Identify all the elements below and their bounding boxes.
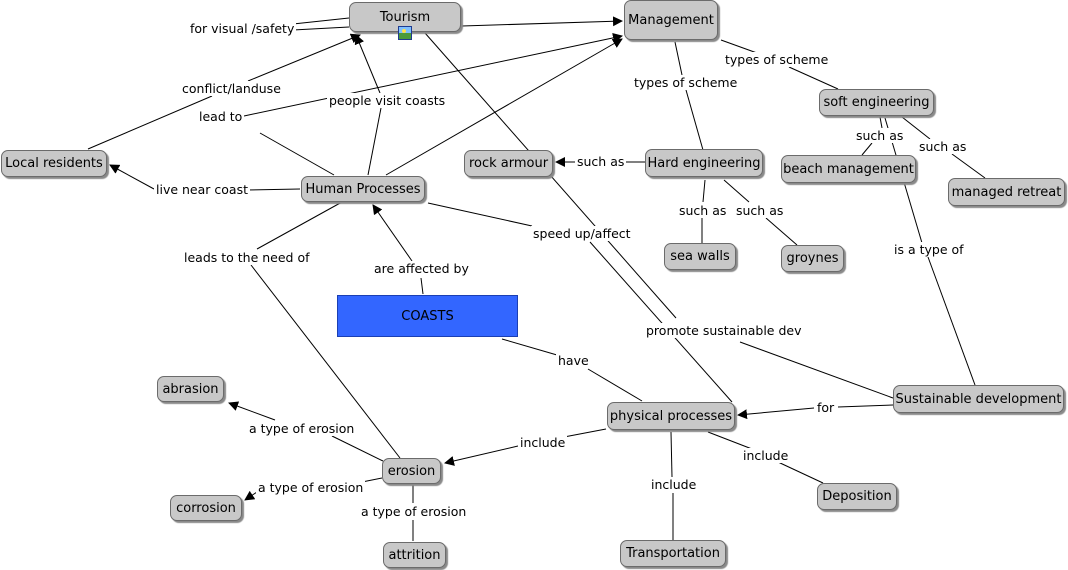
node-beach-management[interactable]: beach management (781, 155, 916, 183)
link-have: have (556, 353, 591, 368)
link-leads-to-the-need-of: leads to the need of (182, 250, 312, 265)
link-live-near-coast: live near coast (154, 182, 250, 197)
node-local-residents[interactable]: Local residents (1, 150, 107, 177)
image-icon[interactable] (398, 26, 412, 40)
node-abrasion[interactable]: abrasion (157, 376, 224, 402)
link-such-as-beach-management: such as (854, 128, 906, 143)
node-coasts[interactable]: COASTS (337, 295, 518, 337)
link-a-type-of-erosion-abrasion: a type of erosion (247, 421, 357, 436)
link-speed-up-affect: speed up/affect (531, 226, 633, 241)
link-a-type-of-erosion-attrition: a type of erosion (359, 504, 469, 519)
link-types-of-scheme-hard: types of scheme (632, 75, 740, 90)
node-sustainable-development[interactable]: Sustainable development (893, 385, 1064, 413)
link-such-as-sea-walls: such as (677, 203, 729, 218)
link-for-visual-safety: for visual /safety (188, 21, 297, 36)
link-are-affected-by: are affected by (372, 261, 471, 276)
node-soft-engineering[interactable]: soft engineering (819, 89, 934, 116)
link-a-type-of-erosion-corrosion: a type of erosion (256, 480, 366, 495)
node-human-processes[interactable]: Human Processes (301, 176, 425, 202)
node-erosion[interactable]: erosion (382, 458, 441, 484)
node-corrosion[interactable]: corrosion (170, 495, 242, 521)
link-conflict-landuse: conflict/landuse (180, 81, 283, 96)
node-hard-engineering[interactable]: Hard engineering (645, 149, 763, 177)
link-such-as-managed-retreat: such as (917, 139, 969, 154)
link-people-visit-coasts: people visit coasts (327, 93, 448, 108)
link-lead-to: lead to (197, 109, 245, 124)
link-include-deposition: include (741, 448, 791, 463)
node-groynes[interactable]: groynes (781, 245, 844, 272)
node-physical-processes[interactable]: physical processes (607, 402, 735, 430)
link-include-transportation: include (649, 477, 699, 492)
link-such-as-groynes: such as (734, 203, 786, 218)
node-sea-walls[interactable]: sea walls (664, 243, 736, 270)
link-is-a-type-of: is a type of (892, 242, 966, 257)
link-types-of-scheme-soft: types of scheme (723, 52, 831, 67)
node-attrition[interactable]: attrition (383, 542, 446, 568)
link-for: for (815, 400, 837, 415)
node-rock-armour[interactable]: rock armour (464, 150, 553, 177)
node-deposition[interactable]: Deposition (817, 483, 897, 510)
link-include-erosion: include (518, 435, 568, 450)
link-promote-sustainable-dev: promote sustainable dev (644, 323, 804, 338)
link-such-as-rock-armour: such as (575, 154, 627, 169)
node-managed-retreat[interactable]: managed retreat (948, 178, 1065, 206)
node-management[interactable]: Management (624, 0, 718, 40)
node-transportation[interactable]: Transportation (620, 540, 726, 567)
